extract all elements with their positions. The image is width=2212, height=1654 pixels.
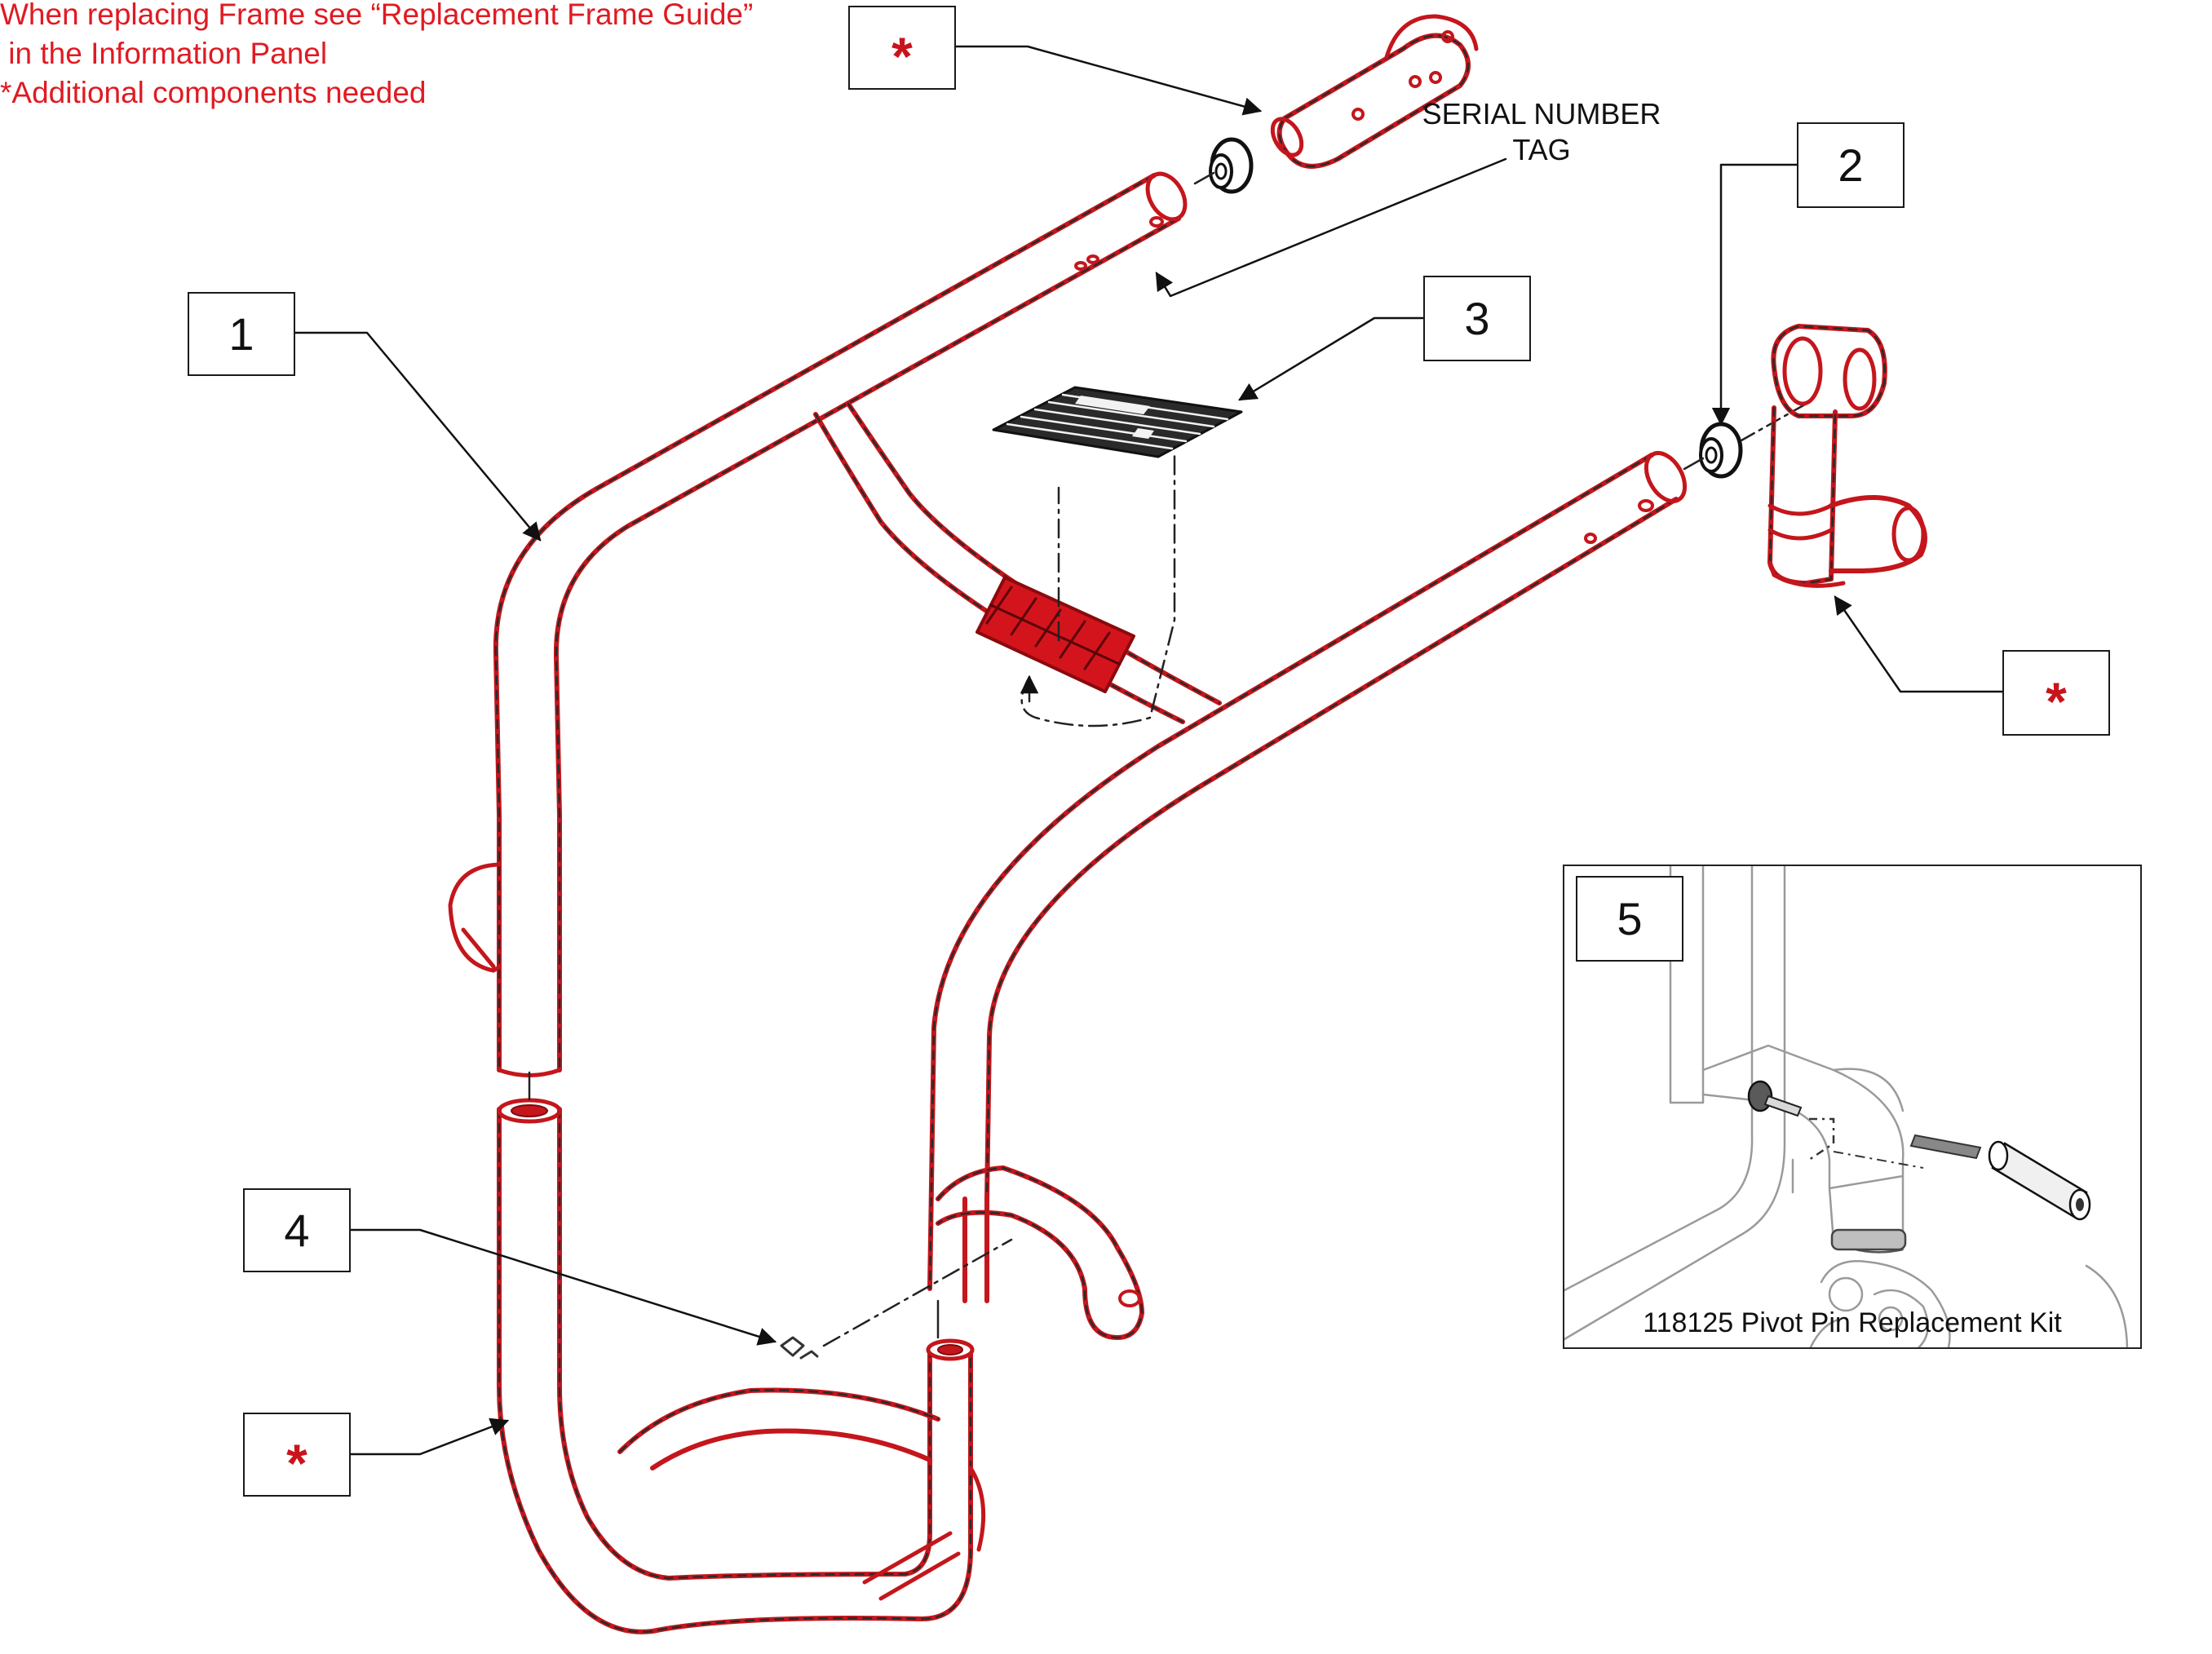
caster-housing-part [1767, 324, 1927, 588]
pivot-pin-kit-caption: 118125 Pivot Pin Replacement Kit [1643, 1307, 2062, 1338]
serial-number-plate [992, 386, 1243, 458]
serial-number-tag-label: SERIAL NUMBER TAG [1403, 96, 1680, 168]
right-frame-tube [927, 451, 1688, 1303]
axle-sleeve-part [1270, 14, 1479, 169]
bushing-top [1193, 137, 1254, 194]
serial-number-label-line2: TAG [1512, 133, 1571, 166]
callout-star-caster-housing: * [2002, 650, 2110, 736]
note-information-panel: in the Information Panel [0, 37, 328, 70]
clip-part [780, 1238, 1013, 1360]
callout-star-lower-frame: * [243, 1413, 351, 1497]
caster-hanger-bracket [936, 1165, 1144, 1340]
callout-5: 5 [1576, 876, 1683, 962]
callout-4: 4 [243, 1188, 351, 1272]
serial-number-label-line1: SERIAL NUMBER [1422, 97, 1661, 130]
left-frame-tube [448, 171, 1188, 1077]
lower-footrest-frame [497, 1098, 986, 1634]
pivot-pin-inset-drawing [1564, 866, 2129, 1347]
callout-star-axle-sleeve: * [848, 6, 956, 90]
note-additional-components: *Additional components needed [0, 76, 427, 109]
pivot-screw [1747, 1080, 1803, 1117]
callout-2: 2 [1797, 122, 1905, 208]
callout-1: 1 [188, 292, 295, 376]
pivot-pin [1833, 1134, 2091, 1221]
pivot-pin-kit-inset: 5 118125 Pivot Pin Replacement Kit [1563, 865, 2142, 1349]
callout-3: 3 [1423, 276, 1531, 361]
note-replacing-frame: When replacing Frame see “Replacement Fr… [0, 0, 754, 31]
grip-sleeve [975, 451, 1176, 727]
